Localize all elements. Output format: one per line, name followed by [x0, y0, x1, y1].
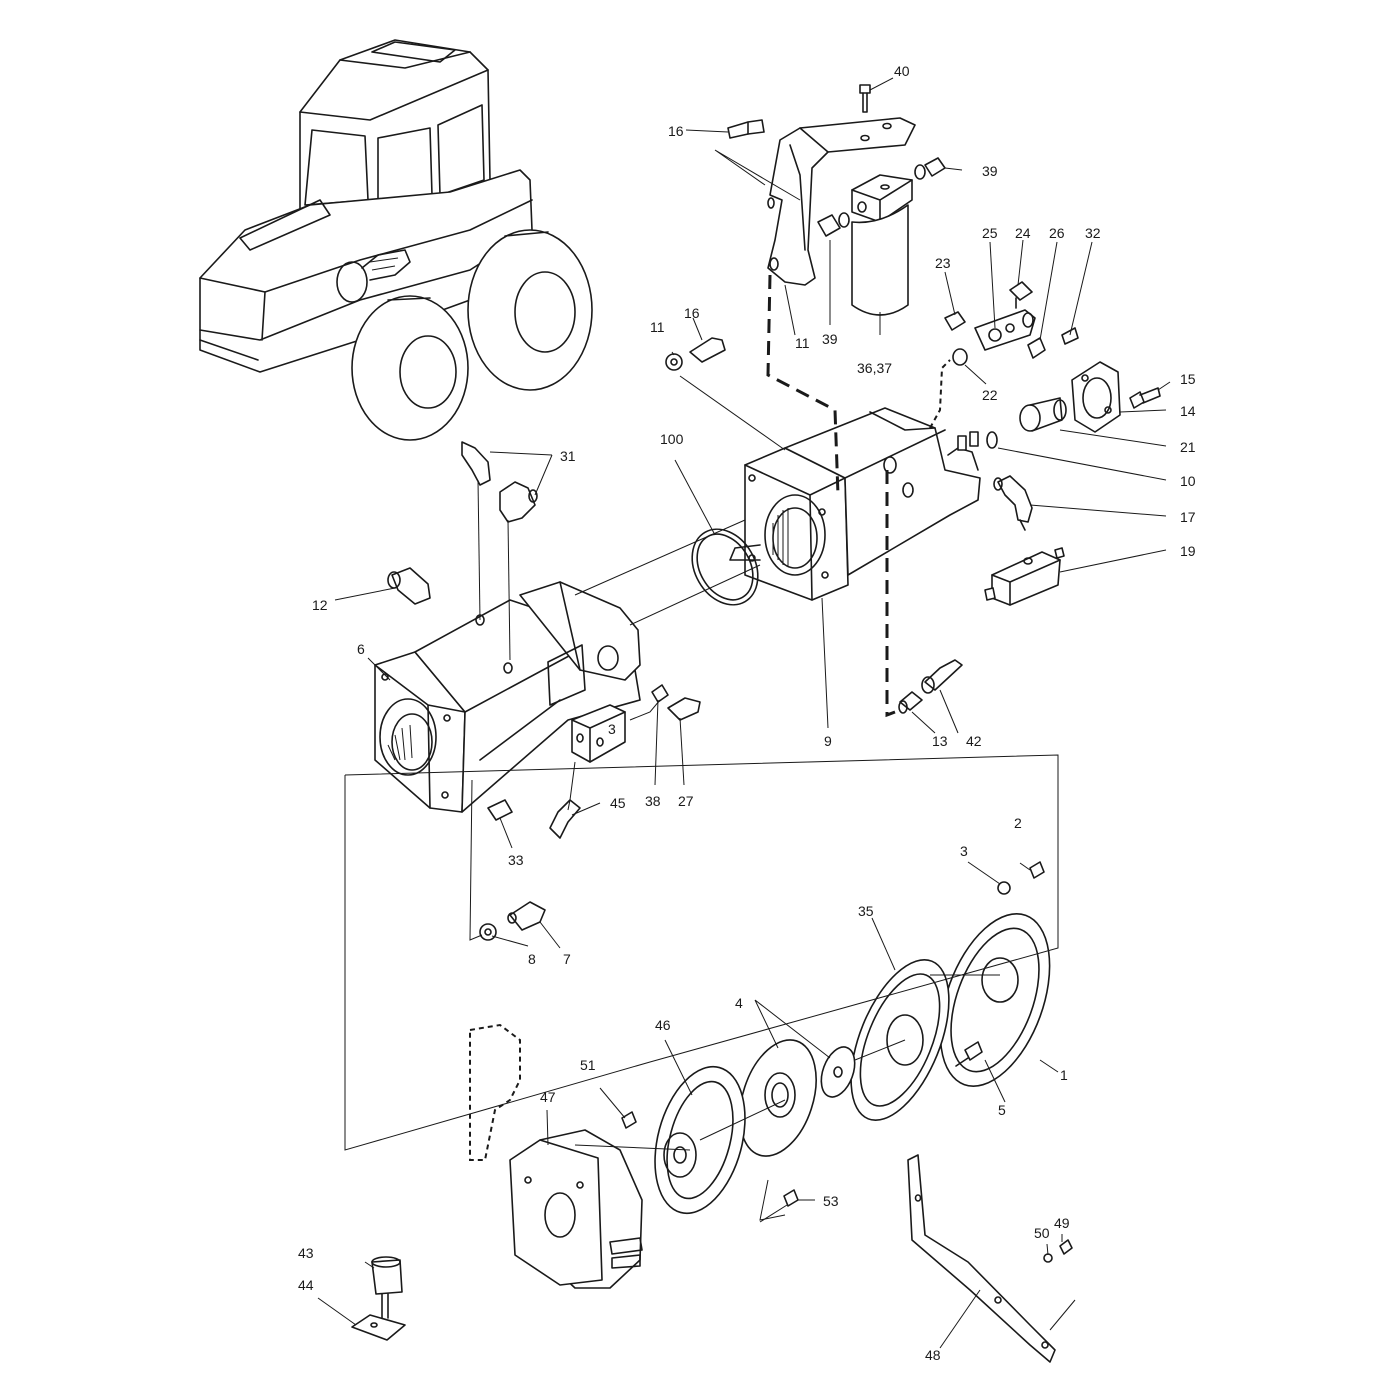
valve-block-motor [571, 704, 626, 763]
label-part-9: 9 [824, 733, 832, 749]
label-part-42: 42 [966, 733, 982, 749]
elbow-fitting-31a [461, 441, 491, 486]
tractor-illustration [199, 39, 593, 441]
label-part-4: 4 [735, 995, 743, 1011]
label-part-33: 33 [508, 852, 524, 868]
bolt-5 [955, 1041, 983, 1067]
label-part-7: 7 [563, 951, 571, 967]
label-part-25: 25 [982, 225, 998, 241]
washer-4a [820, 1046, 856, 1098]
label-part-43: 43 [298, 1245, 314, 1261]
flange-14 [1071, 361, 1121, 433]
housing-47 [469, 1023, 643, 1289]
label-part-48: 48 [925, 1347, 941, 1363]
label-part-5: 5 [998, 1102, 1006, 1118]
label-part-35: 35 [858, 903, 874, 919]
label-part-17: 17 [1180, 509, 1196, 525]
fitting-21 [1019, 397, 1067, 432]
plate-35 [850, 958, 950, 1122]
label-part-16-upper: 16 [668, 123, 684, 139]
disc-1 [939, 913, 1051, 1087]
label-part-45: 45 [610, 795, 626, 811]
label-part-22: 22 [982, 387, 998, 403]
label-part-39-right: 39 [982, 163, 998, 179]
bolt-49 [1059, 1239, 1073, 1255]
label-part-1: 1 [1060, 1067, 1068, 1083]
label-part-36-37: 36,37 [857, 360, 892, 376]
label-part-53: 53 [823, 1193, 839, 1209]
label-part-16-lower: 16 [684, 305, 700, 321]
label-part-14: 14 [1180, 403, 1196, 419]
fitting-12 [387, 567, 431, 605]
label-part-11-left: 11 [650, 319, 665, 335]
part-labels: 40 16 39 25 24 26 32 23 16 11 11 39 36,3… [298, 63, 1196, 1363]
bolt-2 [1029, 861, 1045, 879]
elbow-fitting-17 [993, 475, 1033, 531]
leader-lines [317, 77, 1171, 1349]
sensor-43 [371, 1256, 403, 1319]
label-part-3-lower: 3 [608, 721, 616, 737]
bolt-16-upper [727, 119, 765, 139]
label-part-32: 32 [1085, 225, 1101, 241]
washer-11 [665, 353, 683, 371]
washer-8 [479, 923, 497, 941]
label-part-50: 50 [1034, 1225, 1050, 1241]
label-part-26: 26 [1049, 225, 1065, 241]
label-part-2: 2 [1014, 815, 1022, 831]
label-part-6: 6 [357, 641, 365, 657]
label-part-10: 10 [1180, 473, 1196, 489]
elbow-fitting-31b [499, 481, 538, 523]
label-part-41: 11 [795, 335, 810, 351]
bolt-40 [859, 84, 871, 113]
hose-fitting-42 [921, 659, 963, 694]
fitting-33 [487, 799, 513, 821]
label-part-40: 40 [894, 63, 910, 79]
label-part-15: 15 [1180, 371, 1196, 387]
oring-10 [986, 431, 998, 449]
fitting-27 [667, 697, 701, 721]
label-part-46: 46 [655, 1017, 671, 1033]
plate-44 [351, 1314, 406, 1341]
washer-4b [739, 1039, 817, 1157]
fitting-39-upper [914, 157, 946, 180]
label-part-49: 49 [1054, 1215, 1070, 1231]
valve-19 [984, 547, 1065, 606]
label-part-24: 24 [1015, 225, 1031, 241]
filter-bracket [767, 117, 916, 286]
label-part-44: 44 [298, 1277, 314, 1293]
label-part-19: 19 [1180, 543, 1196, 559]
fitting-13 [898, 691, 923, 714]
elbow-fitting-45 [549, 799, 581, 839]
label-part-31: 31 [560, 448, 576, 464]
label-part-47: 47 [540, 1089, 556, 1105]
assembly-thin-lines [344, 375, 1059, 1151]
label-part-3-upper: 3 [960, 843, 968, 859]
label-part-27: 27 [678, 793, 694, 809]
label-part-21: 21 [1180, 439, 1196, 455]
bolt-7 [507, 901, 546, 931]
label-part-38: 38 [645, 793, 661, 809]
label-part-100: 100 [660, 431, 684, 447]
fitting-38 [651, 684, 669, 703]
valve-block-25 [944, 281, 1079, 366]
pump-9 [729, 407, 981, 601]
oil-filter [851, 174, 913, 316]
label-part-23: 23 [935, 255, 951, 271]
fitting-39-lower [817, 212, 850, 237]
label-part-51: 51 [580, 1057, 596, 1073]
label-part-12: 12 [312, 597, 328, 613]
bolt-53 [783, 1189, 799, 1207]
washer-50 [1043, 1253, 1053, 1263]
label-part-8: 8 [528, 951, 536, 967]
bracket-48 [907, 1154, 1056, 1363]
label-part-13: 13 [932, 733, 948, 749]
bolt-15 [1129, 387, 1161, 409]
assembly-dashed-lines [766, 274, 951, 718]
washer-3 [997, 881, 1011, 895]
label-part-39-lower: 39 [822, 331, 838, 347]
motor-6 [374, 581, 641, 813]
bolt-16-lower [689, 337, 726, 363]
bolt-51 [621, 1111, 637, 1129]
